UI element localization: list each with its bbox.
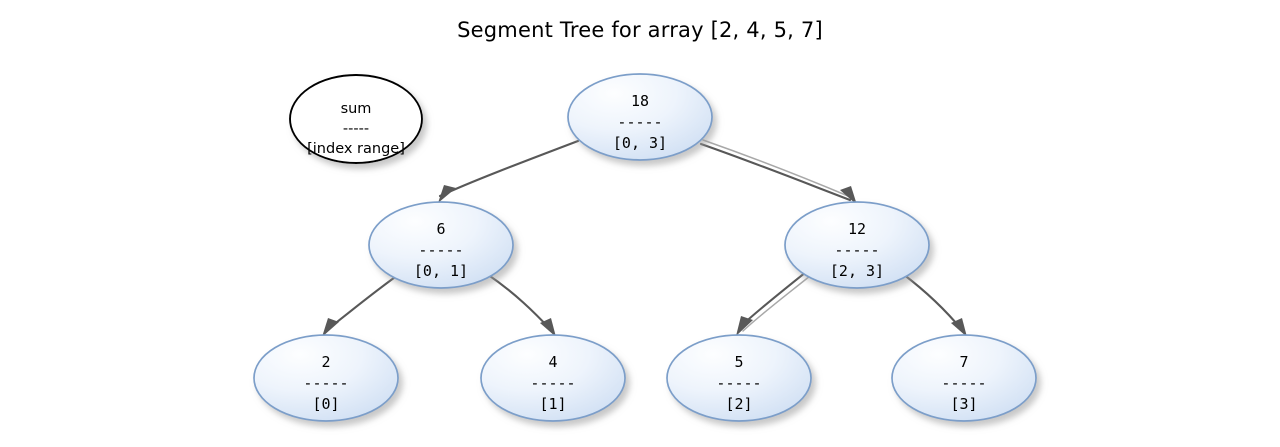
node-separator: ----- — [530, 374, 575, 392]
edge-root-left — [438, 139, 580, 203]
edge-layer — [322, 139, 967, 337]
tree-node-left[interactable]: 6 ----- [0, 1] — [368, 201, 514, 289]
tree-node-leaf-2[interactable]: 5 ----- [2] — [666, 334, 812, 422]
node-separator: ----- — [941, 374, 986, 392]
arrow-head-icon — [840, 186, 857, 205]
legend-node: sum ----- [index range] — [289, 74, 423, 164]
arrow-head-icon — [438, 185, 456, 203]
node-range: [2, 3] — [830, 262, 884, 280]
node-separator: ----- — [617, 113, 662, 131]
node-value: 2 — [321, 353, 330, 371]
node-ellipse[interactable] — [253, 334, 399, 422]
node-separator: ----- — [418, 241, 463, 259]
tree-node-leaf-0[interactable]: 2 ----- [0] — [253, 334, 399, 422]
edge-right-leaf2 — [736, 270, 811, 336]
tree-node-root[interactable]: 18 ----- [0, 3] — [567, 73, 713, 161]
node-ellipse[interactable] — [784, 201, 930, 289]
edge-root-right — [699, 139, 857, 205]
arrow-head-icon — [736, 316, 753, 336]
node-ellipse[interactable] — [368, 201, 514, 289]
node-value: 18 — [631, 92, 649, 110]
node-layer: 18 ----- [0, 3] 6 ----- [0, 1] 12 ----- … — [253, 73, 1037, 422]
node-range: [3] — [950, 395, 977, 413]
edge-left-leaf0 — [322, 273, 400, 337]
tree-node-right[interactable]: 12 ----- [2, 3] — [784, 201, 930, 289]
node-value: 4 — [548, 353, 557, 371]
arrow-head-icon — [322, 318, 339, 337]
tree-node-leaf-3[interactable]: 7 ----- [3] — [891, 334, 1037, 422]
node-separator: ----- — [834, 241, 879, 259]
node-range: [0, 3] — [613, 134, 667, 152]
node-range: [0, 1] — [414, 262, 468, 280]
tree-node-leaf-1[interactable]: 4 ----- [1] — [480, 334, 626, 422]
edge-right-leaf3 — [901, 272, 967, 337]
node-range: [2] — [725, 395, 752, 413]
edge-left-leaf1 — [485, 272, 556, 337]
legend-separator: ----- — [343, 121, 369, 137]
node-value: 5 — [734, 353, 743, 371]
node-separator: ----- — [716, 374, 761, 392]
node-value: 6 — [436, 220, 445, 238]
arrow-head-icon — [540, 318, 556, 337]
arrow-head-icon — [951, 318, 967, 337]
node-range: [0] — [312, 395, 339, 413]
page-title: Segment Tree for array [2, 4, 5, 7] — [457, 18, 823, 42]
node-separator: ----- — [303, 374, 348, 392]
node-ellipse[interactable] — [891, 334, 1037, 422]
node-value: 7 — [959, 353, 968, 371]
legend-line-index-range: [index range] — [307, 141, 405, 157]
node-ellipse[interactable] — [666, 334, 812, 422]
node-value: 12 — [848, 220, 866, 238]
node-ellipse[interactable] — [480, 334, 626, 422]
node-ellipse[interactable] — [567, 73, 713, 161]
node-range: [1] — [539, 395, 566, 413]
legend-line-sum: sum — [341, 101, 372, 117]
legend-ellipse — [289, 74, 423, 164]
